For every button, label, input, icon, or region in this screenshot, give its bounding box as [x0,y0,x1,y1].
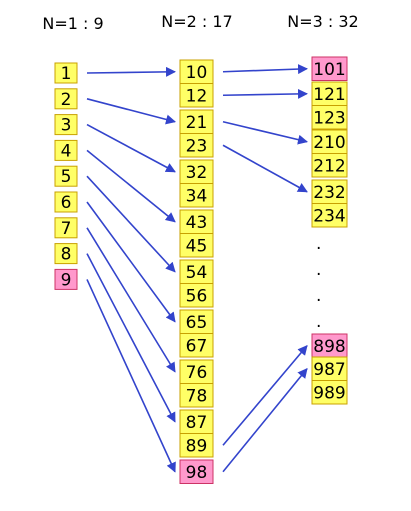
arrow-8-to-87 [86,253,176,423]
ellipsis-dot: . [316,286,321,306]
arrow-9-to-98 [86,279,176,473]
node-67-box [179,333,214,358]
arrow-23-to-232 [222,144,308,193]
ellipsis-dot: . [316,234,321,254]
node-56-label: 56 [186,286,208,306]
node-3-box [54,114,78,136]
node-23-label: 23 [186,136,208,156]
node-32-label: 32 [186,163,208,183]
arrow-98-to-987 [222,367,308,473]
box-layer: 1234567891012212332344345545665677678878… [54,56,348,484]
node-12-box [179,83,214,108]
node-9-box [54,268,78,290]
node-34-label: 34 [186,186,208,206]
node-234-box [311,203,348,228]
arrow-21-to-210 [222,120,308,145]
node-212-label: 212 [313,156,345,176]
arrow-10-to-101 [222,64,308,75]
node-101-label: 101 [313,60,345,80]
node-4-box [54,139,78,161]
node-54-label: 54 [186,263,208,283]
node-89-label: 89 [186,436,208,456]
node-78-label: 78 [186,386,208,406]
node-89-box [179,433,214,458]
node-123-label: 123 [313,108,345,128]
node-6-box [54,191,78,213]
node-7-box [54,217,78,239]
node-2-label: 2 [61,90,72,110]
node-234-label: 234 [313,206,345,226]
node-12-label: 12 [186,86,208,106]
arrow-6-to-65 [86,201,176,323]
arrow-12-to-121 [222,88,308,99]
node-210-label: 210 [313,133,345,153]
node-10-label: 10 [186,63,208,83]
node-987-label: 987 [313,360,345,380]
node-34-box [179,183,214,208]
node-43-label: 43 [186,213,208,233]
node-3-label: 3 [61,116,72,136]
node-65-label: 65 [186,313,208,333]
arrow-2-to-21 [86,98,176,125]
node-98-box [179,459,214,484]
node-989-label: 989 [313,383,345,403]
node-989-box [311,380,348,405]
node-87-label: 87 [186,413,208,433]
header-level1: N=1 : 9 [42,14,103,33]
node-8-label: 8 [61,245,72,265]
header-level3: N=3 : 32 [287,12,358,31]
node-1-box [54,62,78,84]
node-21-label: 21 [186,113,208,133]
arrow-3-to-32 [86,123,176,173]
ellipsis-dot: . [316,312,321,332]
node-67-label: 67 [186,336,208,356]
node-56-box [179,283,214,308]
node-9-label: 9 [61,270,72,290]
header-level2: N=2 : 17 [161,12,232,31]
node-5-box [54,165,78,187]
node-121-label: 121 [313,85,345,105]
node-898-label: 898 [313,337,345,357]
node-2-box [54,88,78,110]
arrow-5-to-54 [86,175,176,273]
node-4-label: 4 [61,141,72,161]
node-7-label: 7 [61,219,72,239]
arrow-1-to-10 [86,66,176,77]
node-45-label: 45 [186,236,208,256]
arrow-7-to-76 [86,227,176,373]
node-212-box [311,153,348,178]
node-23-box [179,133,214,158]
node-8-box [54,243,78,265]
node-101-box [311,56,348,81]
node-45-box [179,233,214,258]
arrow-4-to-43 [86,149,176,223]
arrow-89-to-898 [222,344,308,446]
arrow-layer [86,64,308,473]
node-76-label: 76 [186,363,208,383]
node-232-label: 232 [313,183,345,203]
node-78-box [179,383,214,408]
node-1-label: 1 [61,64,72,84]
node-98-label: 98 [186,463,208,483]
node-5-label: 5 [61,167,72,187]
node-123-box [311,105,348,130]
node-6-label: 6 [61,193,72,213]
ellipsis-dot: . [316,260,321,280]
